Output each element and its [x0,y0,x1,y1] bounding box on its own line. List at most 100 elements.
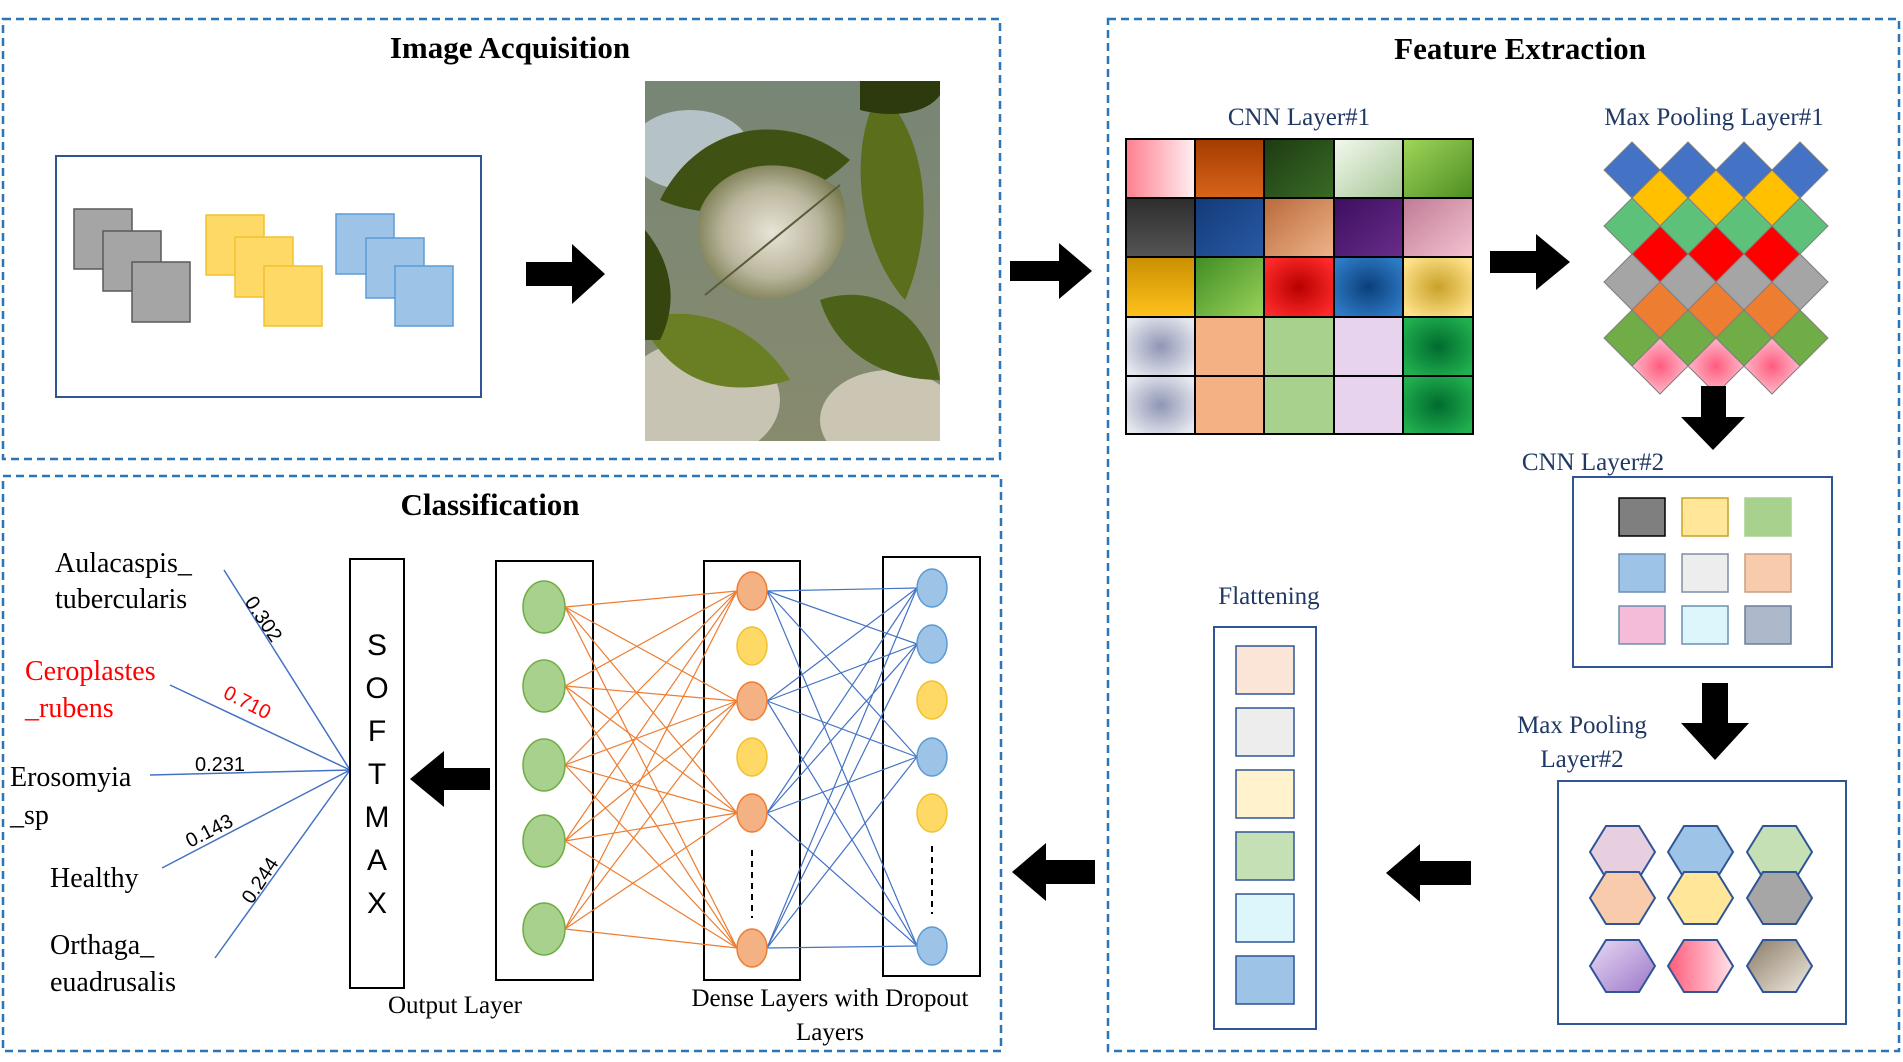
orange-connection-line [564,700,738,930]
orange-connection-line [564,590,738,766]
orange-connection-line [564,764,738,949]
flattening-column [1213,626,1317,1030]
score-healthy: 0.143 [182,810,237,852]
orange-connection-line [564,700,738,766]
blue-connection-line [766,587,918,592]
cnn-layer-1-label: CNN Layer#1 [1228,104,1370,131]
orange-connection-line [564,928,738,949]
max-pooling-layer-1-diamonds [1603,141,1829,395]
blue-connection-line [766,590,918,758]
blue-connection-line [766,700,918,947]
dense-layer-label-line2: Layers [796,1019,864,1046]
blue-connection-line [766,756,918,949]
orange-connection-line [564,606,738,814]
yellow-image-stack [205,214,323,327]
arrow-down-icon [1681,683,1749,760]
blue-connection-line [766,587,918,702]
softmax-letter: X [367,887,387,920]
image-dataset-box [55,155,482,398]
blue-image-stack [335,213,454,327]
orange-connection-line [564,685,738,814]
class-score-lines [149,569,351,959]
class-label-erosomyia-line1: Erosomyia [10,762,132,793]
blue-connection-line [766,812,918,947]
orange-connection-line [564,812,738,930]
class-label-ceroplastes-line2: _rubens [24,693,114,724]
softmax-letter: M [365,801,390,834]
class-label-orthaga-line2: euadrusalis [50,967,176,998]
orange-connection-line [564,700,738,842]
orange-connection-line [564,590,738,687]
feature-extraction-section: Feature Extraction CNN Layer#1 [1106,17,1901,1053]
blue-connection-line [766,756,918,814]
cnn-layer-1-grid [1125,138,1474,435]
max-pooling-layer-2-label-line1: Max Pooling [1517,712,1647,739]
class-labels: Aulacaspis_ tubercularis Ceroplastes _ru… [9,548,193,998]
classification-title: Classification [400,487,579,522]
max-pooling-layer-2-box [1557,780,1847,1025]
blue-connection-line [766,643,918,814]
dense-layer-nodes [736,571,768,968]
arrow-left-icon [1386,844,1471,902]
cnn-layer-2-box [1572,476,1833,668]
orange-connection-line [564,590,738,842]
orange-connection-line [564,685,738,702]
blue-connections [766,587,918,949]
orange-connection-line [564,764,738,814]
class-label-aulacaspis-line2: tubercularis [55,584,187,615]
orange-connection-line [564,606,738,949]
output-layer-label: Output Layer [388,992,523,1019]
image-acquisition-section: Image Acquisition [1,17,1092,461]
softmax-box: S O F T M A X [349,558,405,989]
blue-connection-line [766,945,918,949]
max-pooling-layer-2-label-line2: Layer#2 [1540,746,1623,773]
arrow-left-icon [1012,843,1095,901]
score-aulacaspis: 0.302 [240,592,286,646]
classification-section: Classification Aulacaspis_ tubercularis … [1,474,1003,1053]
score-ceroplastes: 0.710 [220,682,275,724]
blue-connection-line [766,643,918,949]
class-label-ceroplastes-line1: Ceroplastes [25,656,156,687]
arrow-down-icon [1681,386,1745,450]
orange-connection-line [564,606,738,702]
max-pooling-layer-1-label: Max Pooling Layer#1 [1604,104,1823,131]
output-layer-nodes [522,580,566,956]
cnn-layer-2-label: CNN Layer#2 [1522,449,1664,476]
class-label-aulacaspis-line1: Aulacaspis_ [55,548,193,579]
class-label-healthy: Healthy [50,863,139,894]
orange-connection-line [564,590,738,930]
class-label-orthaga-line1: Orthaga_ [50,930,155,961]
orange-connection-line [564,812,738,842]
dropout-layer-nodes [916,568,948,966]
softmax-letter: F [368,715,386,748]
feature-extraction-title: Feature Extraction [1394,31,1646,66]
softmax-letter: S [367,629,387,662]
blue-connection-line [766,643,918,702]
blue-connection-line [766,590,918,645]
blue-connection-line [766,587,918,814]
softmax-letter: T [368,758,386,791]
dense-layer-box [703,560,801,981]
orange-connections [564,590,738,949]
dense-layer-label-line1: Dense Layers with Dropout [691,985,968,1012]
dropout-layer-box [882,556,981,977]
softmax-letter: A [367,844,387,877]
leaf-photo [645,81,940,441]
arrow-right-icon [526,244,605,304]
orange-connection-line [564,590,738,608]
orange-connection-line [564,840,738,949]
class-label-erosomyia-line2: _sp [9,800,49,831]
image-acquisition-title: Image Acquisition [390,30,630,65]
class-scores: 0.302 0.710 0.231 0.143 0.244 [182,592,286,907]
flattening-label: Flattening [1218,583,1320,610]
orange-connection-line [564,685,738,949]
gray-image-stack [73,208,191,323]
output-layer-box [495,560,594,981]
blue-connection-line [766,587,918,949]
arrow-left-icon [410,751,490,807]
arrow-right-icon [1490,234,1570,290]
arrow-right-icon [1010,243,1092,299]
score-erosomyia: 0.231 [195,754,245,776]
softmax-letter: O [365,672,388,705]
